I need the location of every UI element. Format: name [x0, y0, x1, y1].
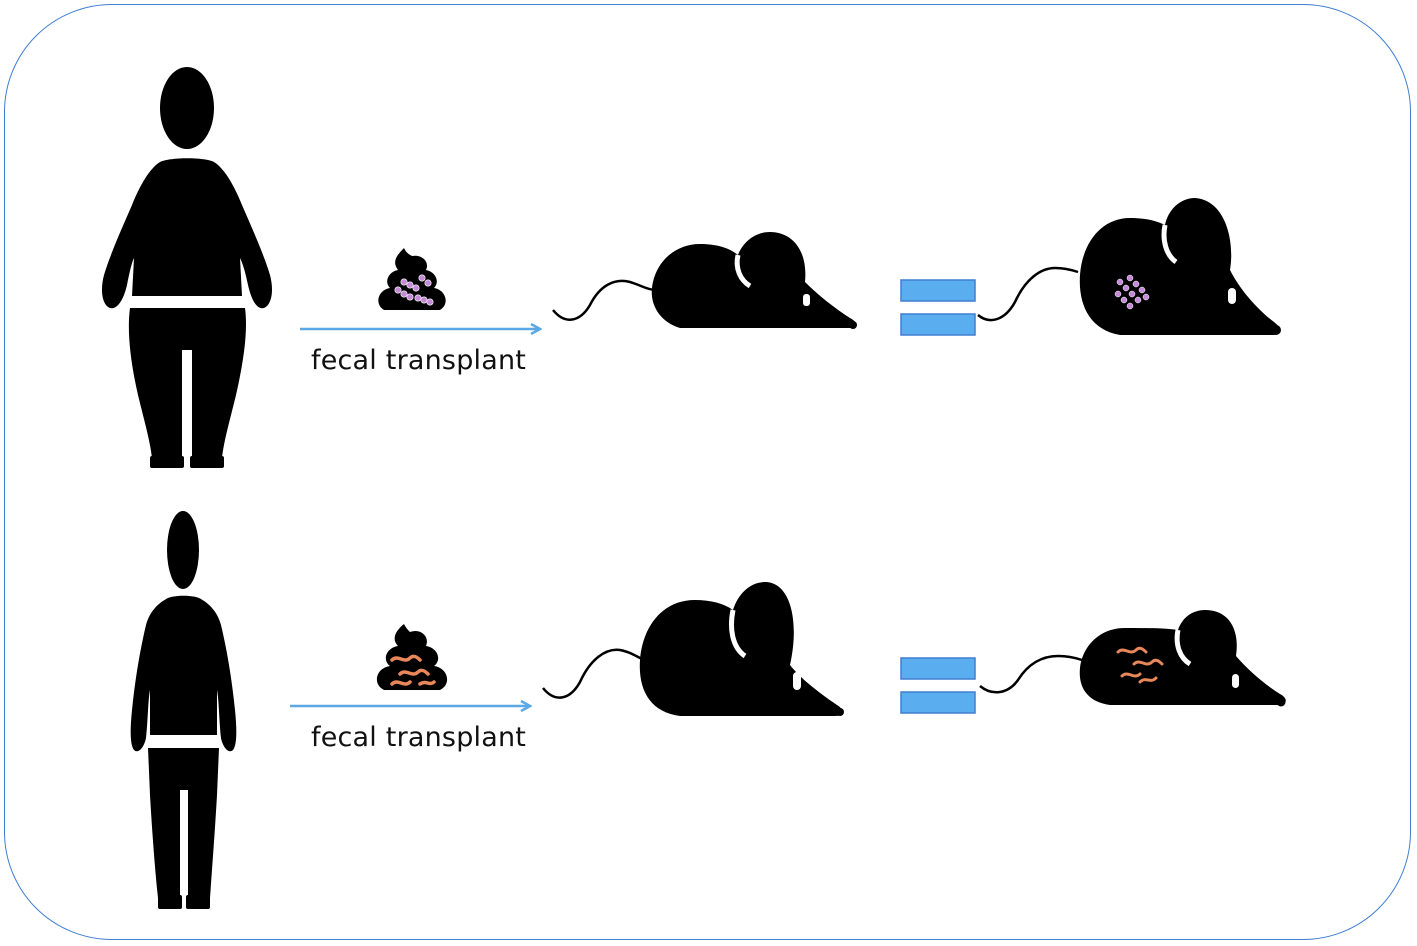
lean-human-icon [130, 511, 237, 909]
recipient-mouse-icon-bottom [542, 582, 844, 716]
stool-sample-icon-bottom [376, 624, 448, 690]
arrow-label-bottom: fecal transplant [311, 722, 527, 753]
arrow-label-top: fecal transplant [311, 345, 527, 376]
lean-mouse-icon [979, 610, 1286, 707]
obese-mouse-icon [977, 198, 1281, 335]
rounded-frame [4, 4, 1411, 940]
stool-sample-icon-top [378, 248, 446, 310]
equals-sign-top [900, 279, 976, 336]
equals-sign-bottom [900, 657, 976, 714]
recipient-mouse-icon-top [552, 232, 857, 329]
obese-human-icon [102, 67, 272, 468]
